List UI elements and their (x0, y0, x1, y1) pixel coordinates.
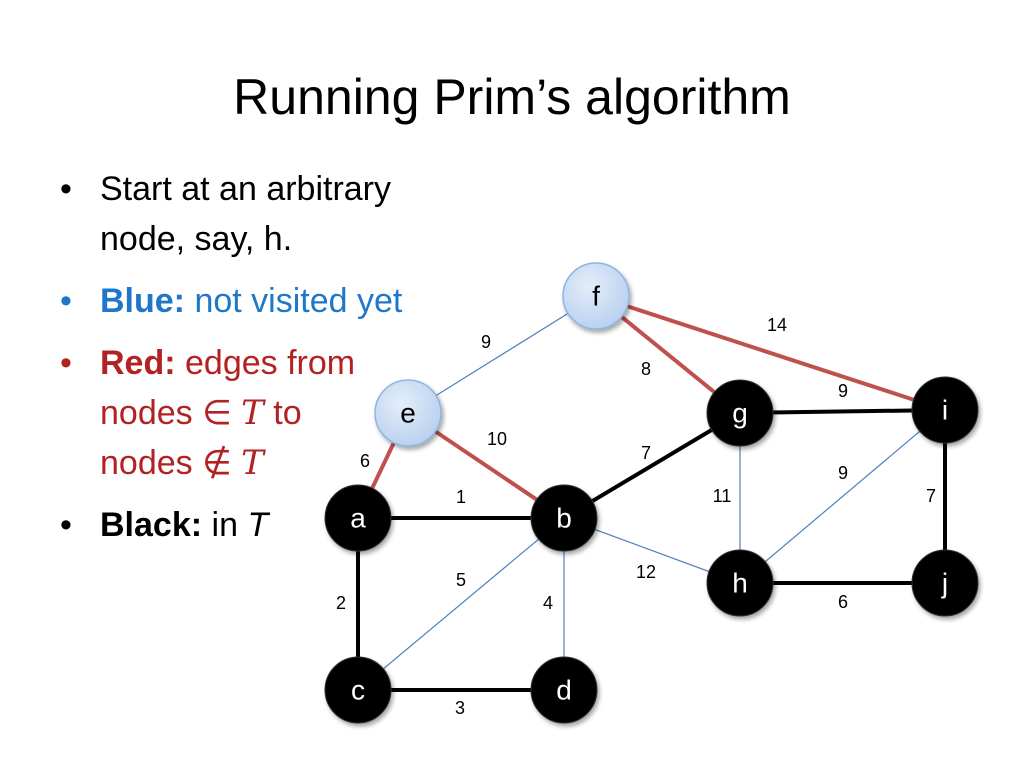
slide-title: Running Prim’s algorithm (233, 69, 791, 125)
node-label-c: c (351, 675, 365, 706)
node-circle-h (706, 549, 774, 617)
edge-weight-e-f: 9 (481, 332, 491, 352)
bullet-dot-icon: • (60, 282, 72, 320)
bullet-start-text: Start at an arbitrary node, say, h. (100, 170, 392, 258)
node-circle-f (562, 262, 630, 330)
bullet-red-line2-var: T (241, 393, 264, 433)
node-e: e (374, 379, 442, 447)
node-g: g (706, 379, 774, 447)
edge-weight-g-i: 9 (838, 381, 848, 401)
node-label-a: a (350, 503, 366, 534)
edge-weight-h-i: 9 (838, 463, 848, 483)
edge-weight-a-b: 1 (456, 487, 466, 507)
node-label-d: d (556, 675, 572, 706)
node-d: d (530, 656, 598, 724)
bullet-red-label: Red: (100, 344, 176, 382)
edge-weight-a-e: 6 (360, 451, 370, 471)
bullet-red-line2a: nodes ∈ (100, 394, 242, 432)
node-circle-a (324, 484, 392, 552)
node-c: c (324, 656, 392, 724)
edge-weight-f-i: 14 (767, 315, 787, 335)
node-circle-d (530, 656, 598, 724)
bullet-red-line3a: nodes ∉ (100, 444, 242, 482)
edge-weight-c-b: 5 (456, 570, 466, 590)
node-f: f (562, 262, 630, 330)
bullet-red: • Red: edges from nodes ∈ T to nodes ∉ T (58, 338, 438, 488)
nodes-layer: a b c d e f g h i j (324, 262, 979, 724)
edge-weight-a-c: 2 (336, 593, 346, 613)
edge-weight-e-b: 10 (487, 429, 507, 449)
node-circle-g (706, 379, 774, 447)
bullet-red-line1: edges from (185, 344, 356, 382)
bullet-red-line2b: to (263, 394, 302, 432)
bullet-blue-label: Blue: (100, 282, 185, 320)
node-label-f: f (592, 281, 600, 312)
node-label-g: g (732, 398, 748, 429)
node-circle-b (530, 484, 598, 552)
node-circle-c (324, 656, 392, 724)
edge-e-f (407, 295, 597, 414)
node-label-h: h (732, 568, 748, 599)
bullet-dot-icon: • (60, 344, 72, 382)
node-label-i: i (942, 395, 948, 426)
bullet-start: • Start at an arbitrary node, say, h. (58, 164, 438, 264)
node-h: h (706, 549, 774, 617)
node-circle-j (911, 549, 979, 617)
bullet-black-var: T (247, 506, 269, 544)
node-i: i (911, 376, 979, 444)
edge-weight-c-d: 3 (455, 698, 465, 718)
edges-layer (356, 294, 947, 692)
bullet-black-text: in (211, 506, 248, 544)
bullet-blue: • Blue: not visited yet (58, 276, 438, 326)
bullet-red-line3-var: T (241, 443, 264, 483)
node-label-e: e (400, 398, 416, 429)
bullet-dot-icon: • (60, 506, 72, 544)
node-circle-i (911, 376, 979, 444)
node-circle-e (374, 379, 442, 447)
bullet-dot-icon: • (60, 170, 72, 208)
edge-weight-i-j: 7 (926, 486, 936, 506)
node-a: a (324, 484, 392, 552)
edge-weight-g-h: 11 (713, 486, 732, 506)
edge-b-g (562, 411, 742, 520)
node-label-j: j (941, 568, 948, 599)
bullet-blue-text: not visited yet (194, 282, 403, 320)
edge-weight-b-h: 12 (636, 562, 656, 582)
edge-h-i (739, 409, 946, 584)
edge-g-i (739, 408, 946, 415)
edge-weight-h-j: 6 (838, 592, 848, 612)
bullet-black: • Black: in T (58, 500, 438, 550)
edge-weight-b-g: 7 (641, 443, 651, 463)
edge-weight-f-g: 8 (641, 359, 651, 379)
bullet-black-label: Black: (100, 506, 203, 544)
node-b: b (530, 484, 598, 552)
edge-c-b (357, 517, 565, 691)
node-label-b: b (556, 503, 572, 534)
node-j: j (911, 549, 979, 617)
bullet-list: • Start at an arbitrary node, say, h. • … (58, 164, 438, 562)
edge-f-i (595, 294, 946, 412)
edge-weight-b-d: 4 (543, 593, 553, 613)
